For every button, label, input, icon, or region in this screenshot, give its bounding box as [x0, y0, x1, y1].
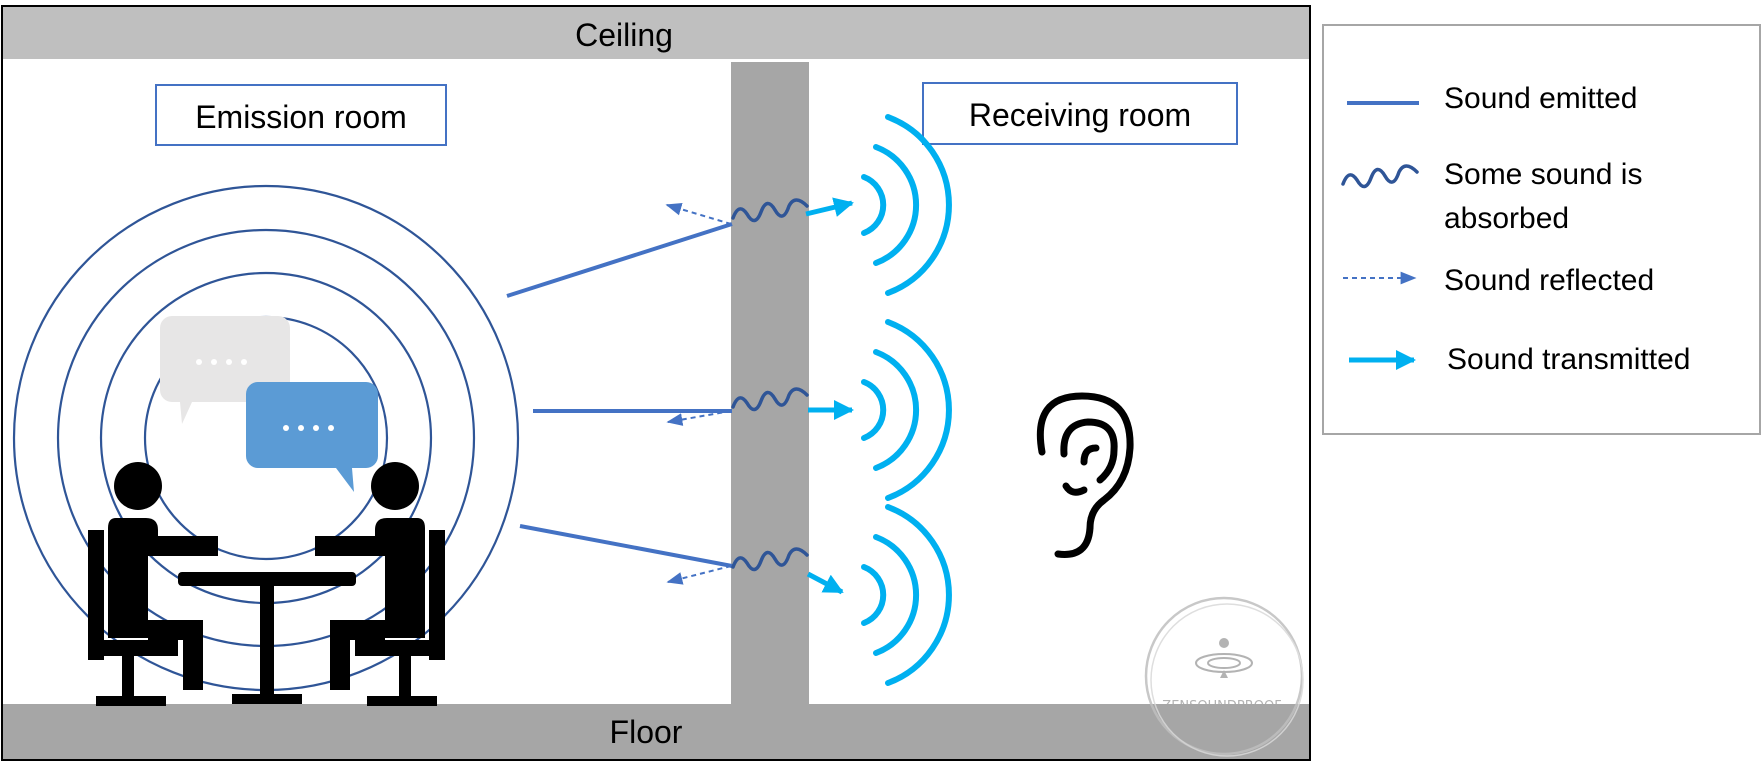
emission-room-label: Emission room — [195, 99, 407, 135]
reflected-rays — [665, 202, 732, 585]
reflected-ray-2 — [666, 410, 732, 426]
zensoundproof-logo-icon: ZENSOUNDPROOF — [1144, 596, 1304, 757]
reflected-ray-3 — [666, 565, 732, 585]
floor — [3, 704, 1309, 759]
legend-label-transmitted: Sound transmitted — [1447, 343, 1690, 376]
dividing-wall — [731, 62, 809, 704]
emitted-rays — [506, 222, 733, 568]
sound-waves-2 — [861, 319, 952, 501]
sound-waves-1 — [861, 114, 952, 296]
ceiling-label: Ceiling — [575, 17, 673, 53]
sound-waves-icon — [861, 114, 952, 686]
emitted-ray-3 — [519, 524, 733, 568]
transmitted-rays — [805, 197, 854, 595]
legend-label-absorbed-2: absorbed — [1444, 202, 1569, 235]
absorbed-wave-2 — [731, 387, 809, 412]
legend-box — [1322, 24, 1761, 435]
legend-label-absorbed-1: Some sound is — [1444, 158, 1642, 191]
people-at-table-icon — [88, 462, 445, 706]
emission-room-box — [155, 84, 447, 146]
floor-label: Floor — [610, 714, 683, 750]
absorbed-wave-3 — [731, 547, 809, 572]
legend-label-emitted: Sound emitted — [1444, 82, 1637, 115]
absorbed-wave-1 — [731, 198, 809, 223]
emitted-ray-1 — [506, 222, 733, 298]
reflected-ray-1 — [665, 202, 732, 225]
transmitted-ray-1 — [805, 197, 854, 217]
receiving-room-label: Receiving room — [969, 97, 1191, 133]
absorbed-waves — [731, 198, 809, 572]
receiving-room-box — [922, 82, 1238, 145]
sound-waves-3 — [861, 504, 952, 686]
legend-label-reflected: Sound reflected — [1444, 264, 1654, 297]
speech-bubble-icon — [160, 316, 378, 492]
watermark-text: ZENSOUNDPROOF — [1162, 699, 1281, 714]
ear-icon — [1036, 392, 1134, 558]
transmitted-ray-3 — [806, 571, 844, 595]
wavy-line-icon — [1341, 164, 1419, 189]
ceiling — [3, 7, 1309, 59]
legend: Sound emitted Some sound is absorbed Sou… — [1322, 24, 1761, 435]
